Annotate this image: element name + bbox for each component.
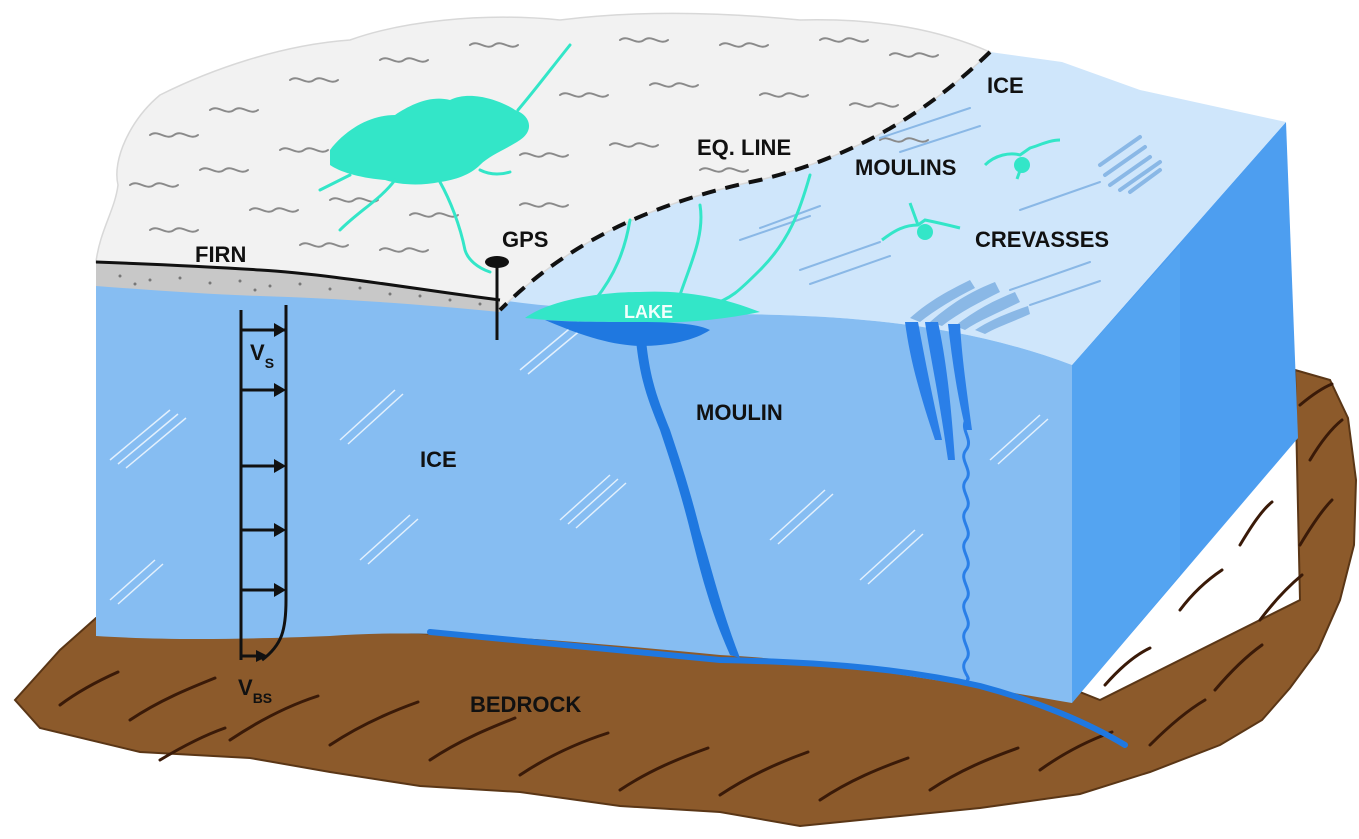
label-velocity-surface-main: V (250, 340, 265, 365)
firn-dots (118, 274, 482, 306)
crevasse-deep-channel (962, 419, 971, 682)
moulin-channel (636, 340, 740, 658)
crevasses-front (905, 322, 972, 460)
arrow-head-4 (274, 583, 286, 597)
label-velocity-surface-sub: S (265, 355, 274, 371)
equilibrium-line (498, 50, 992, 312)
ice-glint-marks (109, 319, 1049, 605)
label-bedrock: BEDROCK (470, 692, 581, 717)
label-firn: FIRN (195, 242, 246, 267)
label-velocity-surface: VS (250, 340, 274, 371)
gps-antenna-icon (485, 256, 509, 268)
label-velocity-base-sub: BS (253, 690, 272, 706)
label-lake: LAKE (624, 302, 673, 322)
ice-top-surface (500, 52, 1286, 365)
meltwater-streams-snow (318, 43, 572, 274)
firn-layer (96, 262, 500, 312)
label-gps: GPS (502, 227, 548, 252)
gps-station (485, 256, 509, 340)
arrow-head-1 (274, 383, 286, 397)
firn-outline (95, 260, 501, 302)
ice-side-face-shade (1072, 245, 1180, 703)
label-moulins: MOULINS (855, 155, 956, 180)
label-velocity-base-main: V (238, 675, 253, 700)
crevasse-field-top-right (1098, 135, 1162, 194)
label-velocity-base: VBS (238, 675, 272, 706)
lake-edge (525, 291, 760, 323)
label-eq-line: EQ. LINE (697, 135, 791, 160)
meltwater-streams-ice (593, 173, 812, 307)
arrow-head-2 (274, 459, 286, 473)
crevasses-surface (910, 280, 1030, 334)
arrow-head-0 (274, 323, 286, 337)
velocity-profile (239, 305, 288, 662)
label-ice-top: ICE (987, 73, 1024, 98)
supraglacial-lake-snow (330, 95, 530, 185)
label-ice-front: ICE (420, 447, 457, 472)
basal-water-line (427, 629, 1128, 748)
label-crevasses: CREVASSES (975, 227, 1109, 252)
arrow-head-5 (256, 650, 268, 662)
ice-front-face (96, 282, 1072, 703)
bedrock-shape (13, 368, 1358, 828)
label-moulin: MOULIN (696, 400, 783, 425)
arrow-head-3 (274, 523, 286, 537)
surface-moulins (881, 138, 1061, 242)
lake-cross-section (545, 320, 710, 346)
ice-surface-streaks (739, 107, 1101, 306)
